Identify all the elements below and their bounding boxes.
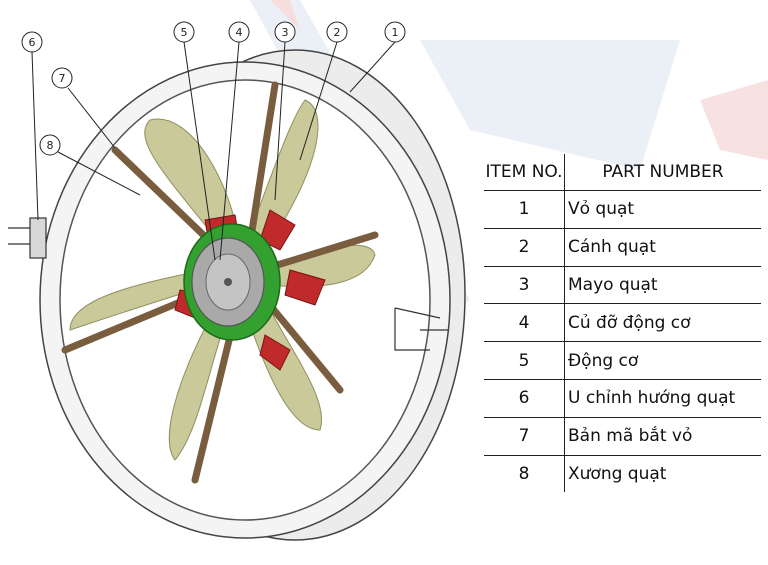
side-bracket-left: [8, 217, 47, 259]
part-name-cell: Mayo quạt: [564, 266, 761, 305]
part-name-cell: Củ đỡ động cơ: [564, 303, 761, 343]
table-row: 8 Xương quạt: [484, 455, 761, 493]
table-row: 7 Bản mã bắt vỏ: [484, 417, 761, 456]
part-name-cell: Cánh quạt: [564, 228, 761, 267]
balloon-4: 4: [236, 26, 243, 39]
item-no-cell: 4: [484, 303, 565, 343]
header-part-number: PART NUMBER: [564, 154, 761, 191]
item-no-cell: 2: [484, 228, 565, 267]
item-no-cell: 1: [484, 190, 565, 229]
fan-blades: [69, 99, 376, 461]
table-row: 2 Cánh quạt: [484, 228, 761, 267]
balloon-8: 8: [47, 139, 54, 152]
item-no-cell: 8: [484, 455, 565, 493]
part-name-cell: Xương quạt: [568, 463, 667, 484]
item-no-cell: 3: [484, 266, 565, 305]
part-name-cell: U chỉnh hướng quạt: [564, 379, 761, 418]
leader-lines: [31, 41, 396, 261]
header-item-no: ITEM NO.: [484, 154, 565, 191]
balloon-5: 5: [181, 26, 188, 39]
part-name-cell: Bản mã bắt vỏ: [564, 417, 761, 456]
item-no-cell: 6: [484, 379, 565, 418]
item-no-cell: 7: [484, 417, 565, 456]
side-bracket-right: [394, 307, 448, 351]
motor: [191, 237, 265, 327]
balloons: 1 2 3 4 5 6 7 8: [21, 21, 406, 156]
table-row: 6 U chỉnh hướng quạt: [484, 379, 761, 418]
bill-of-materials-table: ITEM NO. PART NUMBER 1 Vỏ quạt 2 Cánh qu…: [484, 154, 761, 493]
table-row: 1 Vỏ quạt: [484, 190, 761, 229]
table-row: 3 Mayo quạt: [484, 266, 761, 305]
balloon-2: 2: [334, 26, 341, 39]
balloon-6: 6: [29, 36, 36, 49]
part-name-cell: Động cơ: [564, 341, 761, 380]
balloon-1: 1: [392, 26, 399, 39]
fan-assembly-drawing: 1 2 3 4 5 6 7 8: [8, 21, 466, 541]
table-row: 4 Củ đỡ động cơ: [484, 303, 761, 343]
balloon-7: 7: [59, 72, 66, 85]
balloon-3: 3: [282, 26, 289, 39]
table-header-row: ITEM NO. PART NUMBER: [484, 154, 761, 191]
part-name-cell: Vỏ quạt: [564, 190, 761, 229]
item-no-cell: 5: [484, 341, 565, 380]
table-row: 5 Động cơ: [484, 341, 761, 380]
